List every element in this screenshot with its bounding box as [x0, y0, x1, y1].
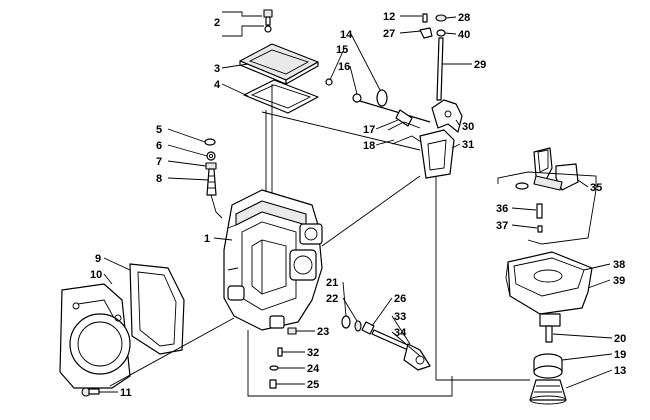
- callout-31: 31: [462, 139, 474, 151]
- callout-27: 27: [383, 28, 395, 40]
- callout-29: 29: [474, 59, 486, 71]
- callout-39: 39: [613, 275, 625, 287]
- callout-numbers: 2 3 4 5 6 7 8 1 9 10 11 12 27 28 40 14 1…: [90, 11, 626, 399]
- callout-8: 8: [156, 173, 162, 185]
- callout-4: 4: [214, 79, 221, 91]
- part-lever-bracket: [431, 99, 463, 133]
- callout-7: 7: [156, 156, 162, 168]
- callout-22: 22: [326, 293, 338, 305]
- callout-9: 9: [95, 253, 101, 265]
- part-main-jet-and-plug: [529, 325, 567, 405]
- leader-lines: [99, 11, 613, 393]
- callout-37: 37: [496, 220, 508, 232]
- part-needle-rod: [436, 37, 444, 101]
- part-flange-gasket: [129, 263, 185, 355]
- part-top-cover: [239, 43, 319, 85]
- callout-38: 38: [613, 259, 625, 271]
- part-throttle-linkage: [325, 78, 431, 145]
- callout-5: 5: [156, 124, 162, 136]
- callout-12: 12: [383, 11, 395, 23]
- callout-20: 20: [614, 333, 626, 345]
- part-pilot-screw-washer: [341, 315, 362, 332]
- part-carburetor-body: [223, 189, 323, 331]
- callout-24: 24: [307, 363, 320, 375]
- callout-1: 1: [204, 233, 210, 245]
- callout-15: 15: [336, 44, 348, 56]
- part-float-assembly: [533, 147, 579, 191]
- callout-32: 32: [307, 347, 319, 359]
- part-idle-screw-assembly: [204, 138, 223, 219]
- callout-14: 14: [340, 29, 353, 41]
- callout-34: 34: [394, 327, 407, 339]
- callout-28: 28: [458, 12, 470, 24]
- callout-40: 40: [458, 29, 470, 41]
- callout-11: 11: [120, 387, 132, 399]
- part-cable-adjuster-small: [419, 13, 447, 39]
- callout-33: 33: [394, 311, 406, 323]
- part-flange-screw: [81, 387, 100, 397]
- callout-16: 16: [338, 61, 350, 73]
- callout-25: 25: [307, 379, 319, 391]
- callout-30: 30: [462, 121, 474, 133]
- callout-13: 13: [614, 365, 626, 377]
- callout-19: 19: [614, 349, 626, 361]
- part-intake-flange: [59, 283, 131, 389]
- part-body-bolts: [269, 327, 297, 389]
- callout-35: 35: [590, 182, 602, 194]
- callout-26: 26: [394, 293, 406, 305]
- part-adjuster-screw: [361, 321, 431, 371]
- callout-10: 10: [90, 269, 102, 281]
- callout-2: 2: [214, 17, 220, 29]
- callout-21: 21: [326, 277, 338, 289]
- part-top-screw: [263, 9, 273, 33]
- callout-17: 17: [363, 124, 375, 136]
- part-cover-gasket: [243, 79, 319, 114]
- part-float-pin: [515, 182, 543, 233]
- callout-36: 36: [496, 203, 508, 215]
- part-float-bowl: [505, 251, 593, 327]
- part-throttle-slide: [419, 129, 455, 179]
- callout-6: 6: [156, 140, 162, 152]
- callout-3: 3: [214, 63, 220, 75]
- callout-18: 18: [363, 140, 375, 152]
- callout-23: 23: [317, 326, 329, 338]
